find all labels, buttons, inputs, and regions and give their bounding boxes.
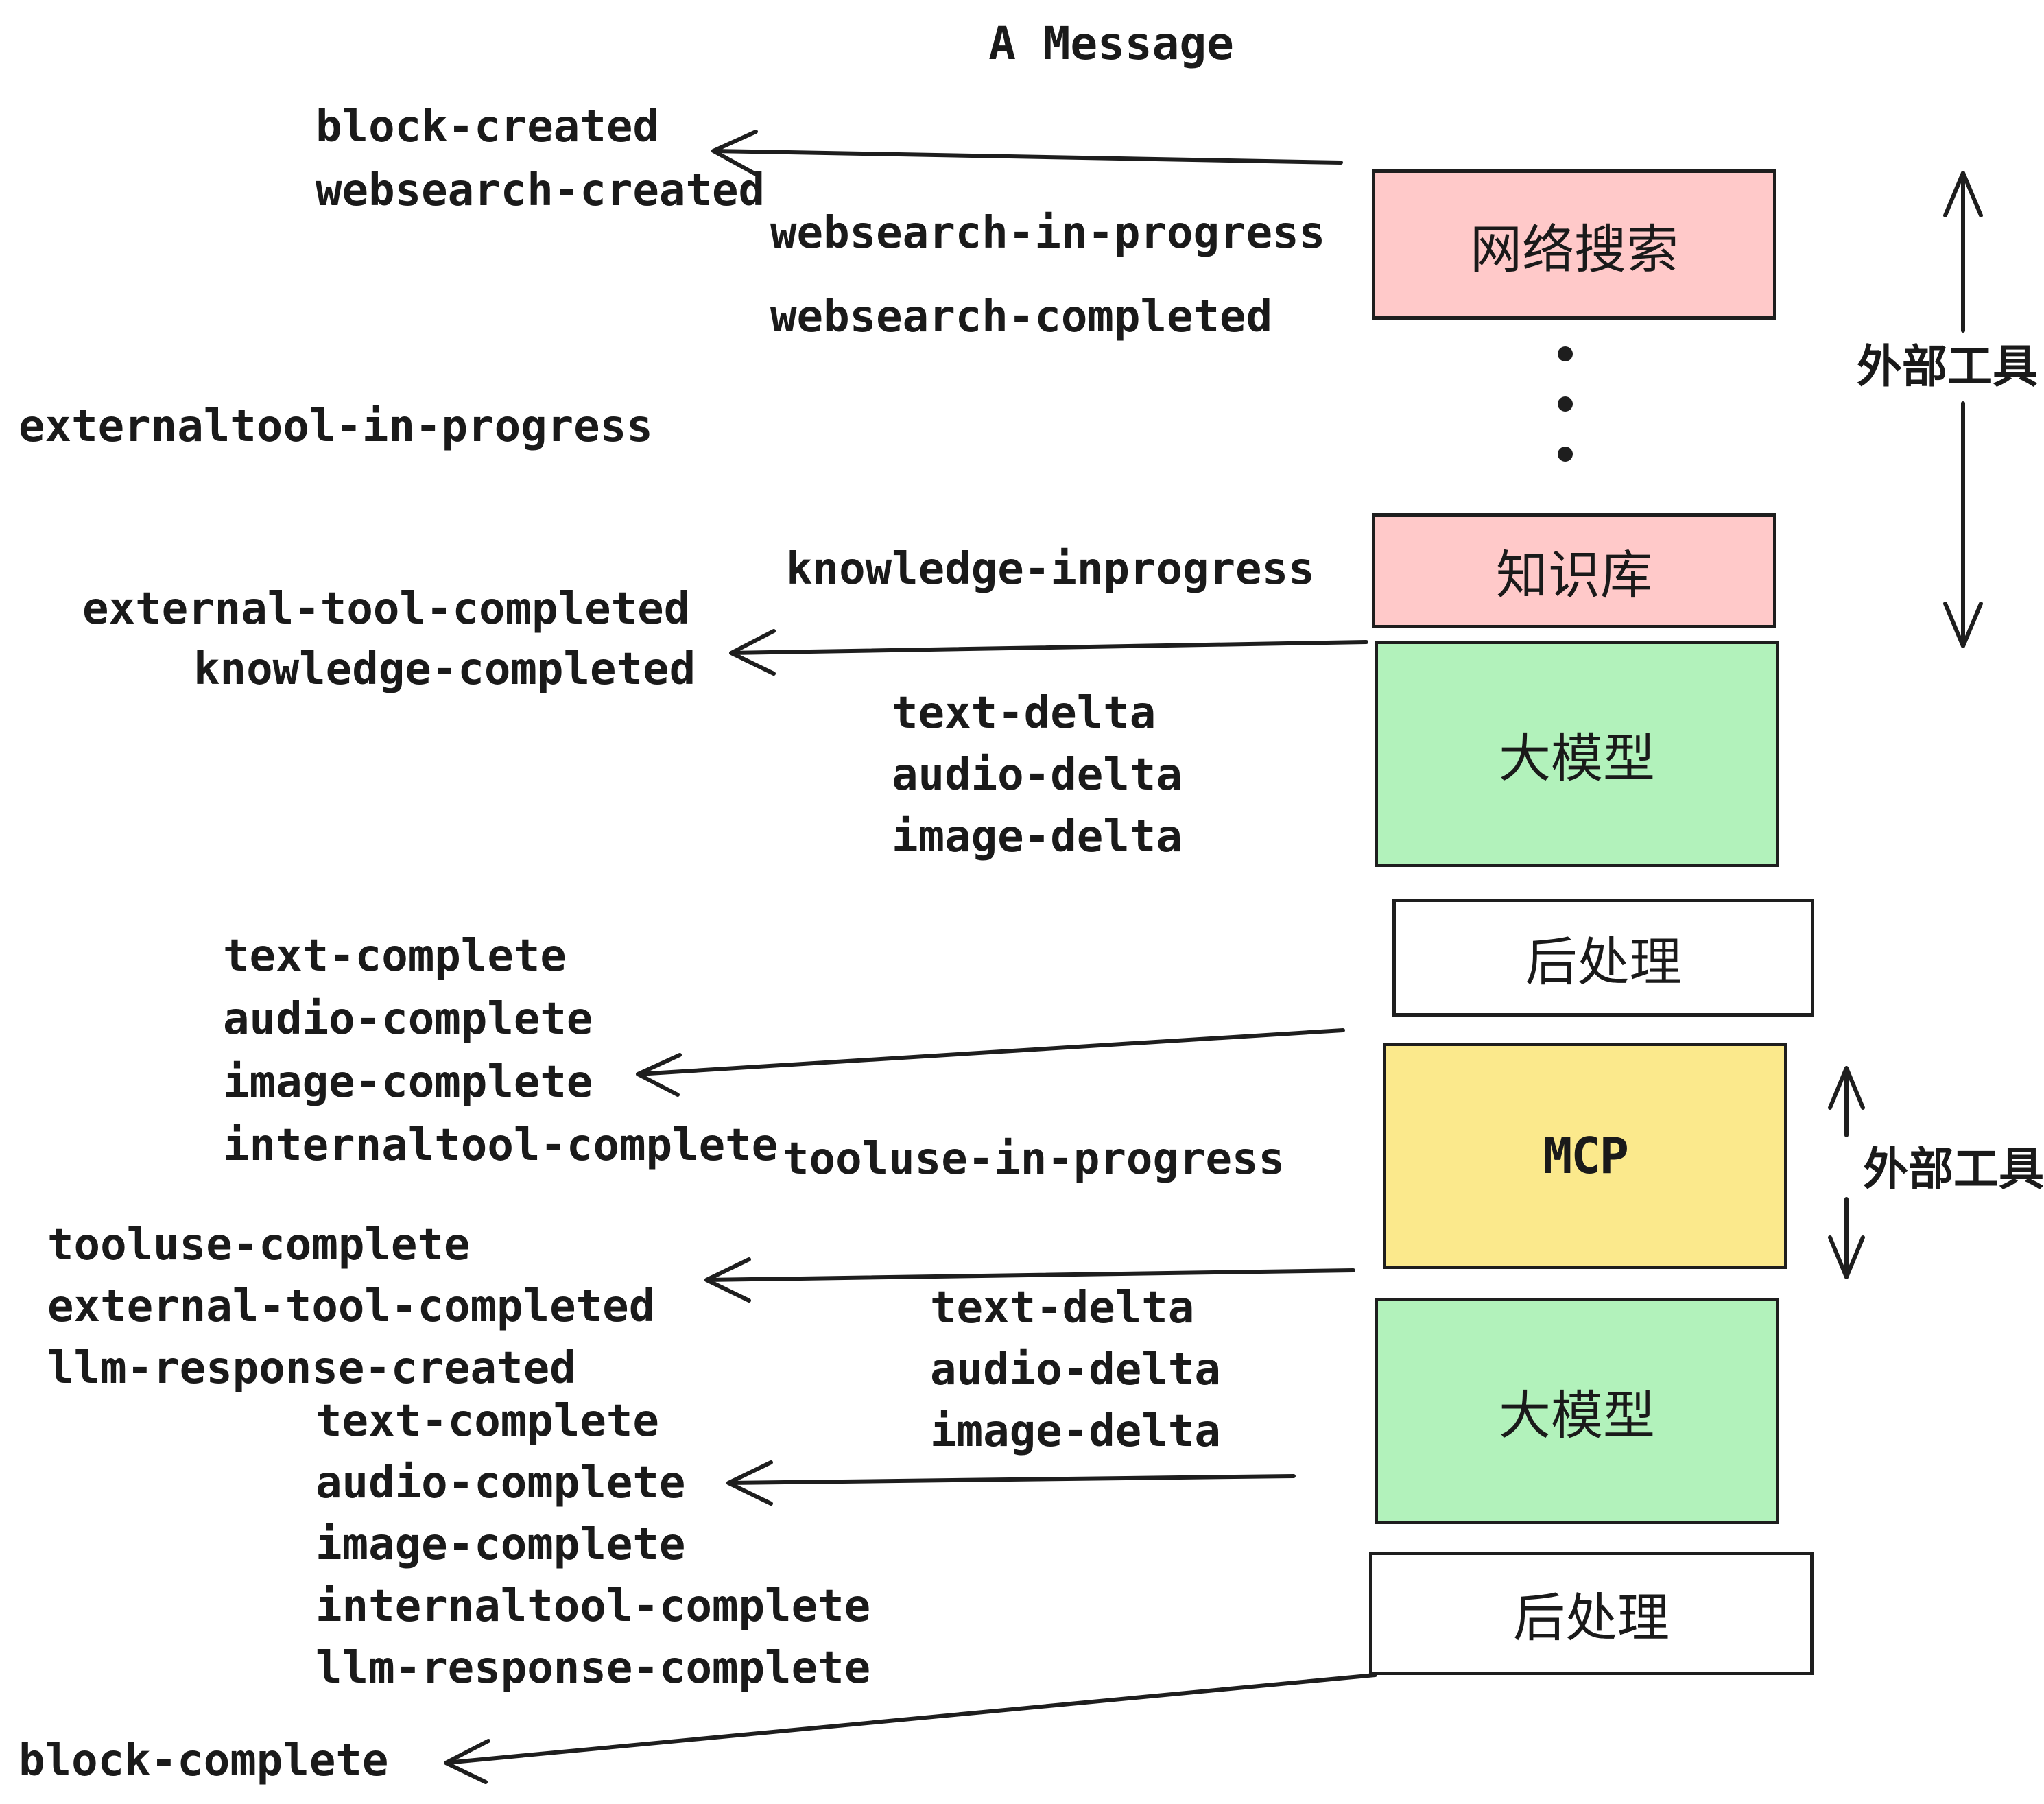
box-llm-1: 大模型 bbox=[1375, 641, 1779, 867]
box-mcp-label: MCP bbox=[1542, 1127, 1629, 1185]
label-audio-delta-1: audio-delta bbox=[892, 750, 1183, 800]
label-text-complete-1: text-complete bbox=[223, 931, 567, 982]
arrow-to-block-created bbox=[711, 130, 1343, 176]
box-post-process-1: 后处理 bbox=[1392, 899, 1814, 1017]
label-block-complete: block-complete bbox=[19, 1735, 389, 1786]
box-mcp: MCP bbox=[1383, 1043, 1787, 1269]
label-text-complete-2: text-complete bbox=[316, 1396, 659, 1447]
label-audio-delta-2: audio-delta bbox=[930, 1344, 1221, 1395]
label-knowledge-completed: knowledge-completed bbox=[193, 644, 696, 695]
arrow-to-image-complete bbox=[636, 1028, 1345, 1097]
label-knowledge-inprogress: knowledge-inprogress bbox=[786, 544, 1315, 595]
page-title: A Message bbox=[988, 17, 1234, 70]
label-internaltool-complete-1: internaltool-complete bbox=[223, 1120, 779, 1171]
arrow-to-audio-complete bbox=[726, 1460, 1296, 1506]
arrow-to-tooluse-complete bbox=[704, 1257, 1355, 1303]
label-tooluse-in-progress: tooluse-in-progress bbox=[783, 1134, 1285, 1185]
label-audio-complete-1: audio-complete bbox=[223, 994, 593, 1045]
box-websearch: 网络搜索 bbox=[1372, 169, 1776, 320]
label-llm-response-complete: llm-response-complete bbox=[316, 1643, 871, 1694]
label-externaltool-in-progress: externaltool-in-progress bbox=[19, 401, 653, 452]
label-llm-response-created: llm-response-created bbox=[47, 1343, 576, 1394]
external-tools-arrow-bottom bbox=[1828, 1066, 1865, 1279]
label-external-tool-completed: external-tool-completed bbox=[82, 584, 691, 634]
box-knowledge-base: 知识库 bbox=[1372, 513, 1776, 628]
box-post-process-1-label: 后处理 bbox=[1525, 934, 1682, 992]
label-internaltool-complete-2: internaltool-complete bbox=[316, 1581, 871, 1632]
external-tools-arrow-top bbox=[1943, 171, 1983, 648]
box-llm-2: 大模型 bbox=[1375, 1298, 1779, 1524]
label-websearch-completed: websearch-completed bbox=[770, 292, 1273, 342]
box-websearch-label: 网络搜索 bbox=[1470, 220, 1678, 279]
box-post-process-2: 后处理 bbox=[1369, 1552, 1814, 1675]
label-image-complete-2: image-complete bbox=[316, 1519, 686, 1570]
label-block-created: block-created bbox=[316, 102, 659, 152]
arrow-to-knowledge-completed bbox=[729, 629, 1368, 676]
label-websearch-in-progress: websearch-in-progress bbox=[770, 208, 1326, 259]
label-image-delta-2: image-delta bbox=[930, 1406, 1221, 1457]
label-websearch-created: websearch-created bbox=[316, 165, 765, 216]
arrow-to-block-complete bbox=[444, 1673, 1377, 1784]
label-image-delta-1: image-delta bbox=[892, 811, 1183, 862]
box-post-process-2-label: 后处理 bbox=[1513, 1589, 1669, 1648]
label-image-complete-1: image-complete bbox=[223, 1057, 593, 1108]
vertical-ellipsis-dots bbox=[1558, 346, 1573, 462]
label-text-delta-2: text-delta bbox=[930, 1283, 1195, 1333]
box-knowledge-base-label: 知识库 bbox=[1496, 547, 1652, 605]
label-text-delta-1: text-delta bbox=[892, 688, 1156, 739]
label-external-tools-top: 外部工具 bbox=[1857, 341, 2038, 392]
label-external-tools-bottom: 外部工具 bbox=[1863, 1143, 2044, 1194]
box-llm-1-label: 大模型 bbox=[1499, 730, 1655, 788]
label-external-tool-completed-2: external-tool-completed bbox=[47, 1281, 656, 1332]
label-tooluse-complete: tooluse-complete bbox=[47, 1220, 471, 1270]
label-audio-complete-2: audio-complete bbox=[316, 1458, 686, 1508]
box-llm-2-label: 大模型 bbox=[1499, 1387, 1655, 1445]
